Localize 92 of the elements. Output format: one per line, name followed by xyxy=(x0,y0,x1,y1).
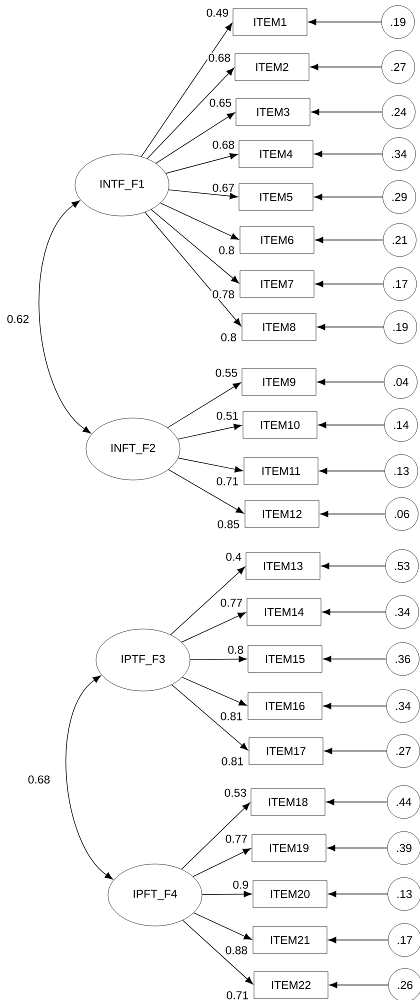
edge-label: 0.68 xyxy=(207,52,232,63)
edge-label: 0.62 xyxy=(7,314,29,324)
arrow xyxy=(170,566,246,636)
arrow xyxy=(328,890,388,898)
edge-label: 0.53 xyxy=(223,788,248,798)
arrow xyxy=(165,153,238,174)
item-box: ITEM21 xyxy=(252,926,328,954)
arrow xyxy=(318,422,385,428)
arrow xyxy=(202,890,252,898)
arrow xyxy=(171,684,248,750)
edge-label: 0.55 xyxy=(214,368,239,378)
item-box: ITEM22 xyxy=(254,971,328,999)
arrow xyxy=(181,612,246,642)
arrow xyxy=(308,18,382,26)
covariance-arrow xyxy=(66,676,113,880)
arrow xyxy=(182,920,254,984)
item-box: ITEM12 xyxy=(244,500,320,528)
arrow xyxy=(192,848,251,877)
arrow xyxy=(141,22,232,157)
edge-label: 0.67 xyxy=(211,182,236,193)
item-box: ITEM8 xyxy=(242,313,316,341)
item-box: ITEM16 xyxy=(248,692,322,720)
edge-label: 0.78 xyxy=(211,289,236,300)
edge-label: 0.9 xyxy=(232,880,250,890)
item-box: ITEM20 xyxy=(252,880,328,908)
item-box: ITEM14 xyxy=(246,598,322,626)
edge-label: 0.8 xyxy=(220,332,238,342)
arrow xyxy=(323,656,386,662)
item-box: ITEM4 xyxy=(238,140,314,168)
edge-label: 0.85 xyxy=(216,519,241,530)
edge-label: 0.77 xyxy=(219,598,244,608)
arrow xyxy=(168,189,238,200)
covariance-arrow xyxy=(38,200,91,434)
item-box: ITEM9 xyxy=(242,368,316,396)
item-box: ITEM2 xyxy=(234,53,310,81)
arrow xyxy=(181,802,250,870)
edge-label: 0.68 xyxy=(211,140,236,150)
arrow xyxy=(190,656,247,662)
arrow xyxy=(144,212,242,326)
arrow xyxy=(167,382,241,428)
edge-label: 0.68 xyxy=(28,775,50,784)
arrow xyxy=(311,108,382,116)
arrow xyxy=(160,202,239,240)
arrow xyxy=(314,150,383,158)
arrow xyxy=(328,936,388,944)
arrow xyxy=(168,469,244,514)
item-box: ITEM15 xyxy=(248,645,322,673)
edge-label: 0.77 xyxy=(224,834,249,844)
edge-label: 0.81 xyxy=(219,711,244,722)
arrow xyxy=(150,209,240,284)
edge-label: 0.51 xyxy=(215,410,240,421)
arrow xyxy=(178,458,243,472)
arrow xyxy=(156,112,235,164)
item-box: ITEM18 xyxy=(250,788,326,816)
arrow xyxy=(317,324,384,330)
arrow xyxy=(146,68,234,159)
edge-label: 0.65 xyxy=(208,98,233,108)
arrow xyxy=(319,468,385,474)
edge-label: 0.71 xyxy=(225,990,250,1000)
arrow xyxy=(327,844,388,852)
edge-label: 0.71 xyxy=(215,476,240,486)
arrow xyxy=(326,798,388,806)
arrow xyxy=(182,676,247,706)
item-box: ITEM13 xyxy=(246,552,320,580)
arrow xyxy=(321,562,386,570)
edge-label: 0.4 xyxy=(224,552,243,562)
arrow xyxy=(320,510,386,518)
edge-label: 0.81 xyxy=(220,756,245,766)
edge-label: 0.88 xyxy=(224,945,249,956)
item-box: ITEM19 xyxy=(252,834,326,862)
item-box: ITEM11 xyxy=(244,457,318,485)
item-box: ITEM6 xyxy=(240,226,314,254)
arrow xyxy=(323,702,387,710)
arrow xyxy=(193,912,252,940)
item-box: ITEM3 xyxy=(236,98,310,126)
item-box: ITEM5 xyxy=(238,183,314,211)
edge-label: 0.49 xyxy=(205,8,230,18)
arrow xyxy=(322,608,386,616)
arrow xyxy=(310,64,382,70)
item-box: ITEM10 xyxy=(242,411,318,439)
arrow xyxy=(329,982,389,988)
arrow xyxy=(317,378,384,386)
arrow xyxy=(324,748,387,754)
arrow xyxy=(177,424,242,440)
arrow xyxy=(315,236,384,244)
item-box: ITEM1 xyxy=(232,8,308,36)
edge-label: 0.8 xyxy=(226,644,245,655)
arrow xyxy=(315,280,384,288)
edge-label: 0.8 xyxy=(218,245,236,256)
arrow xyxy=(314,194,383,200)
item-box: ITEM17 xyxy=(248,737,324,765)
item-box: ITEM7 xyxy=(240,270,314,298)
